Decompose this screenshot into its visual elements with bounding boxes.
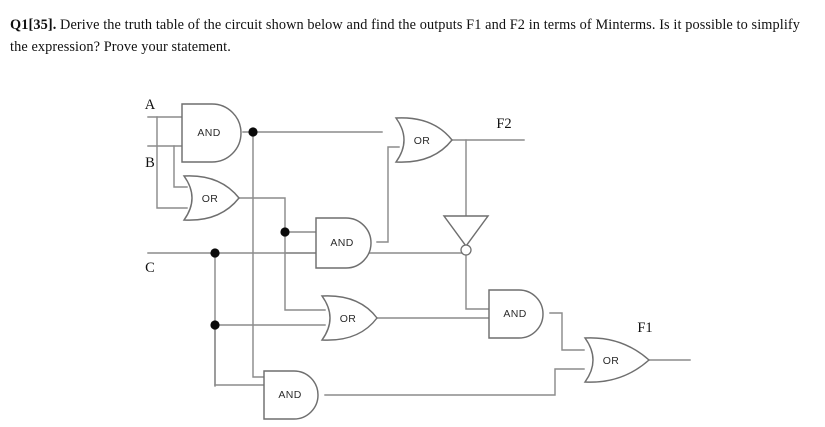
- not1-body: [442, 215, 490, 248]
- gate-or2: OR: [394, 117, 453, 163]
- or1-label: OR: [202, 193, 219, 205]
- input-label-c: C: [145, 260, 155, 276]
- junction-layer: [210, 127, 290, 330]
- question-body: Derive the truth table of the circuit sh…: [10, 17, 801, 56]
- wire-b-branch-to-or1: [173, 145, 188, 188]
- and2-label: AND: [330, 237, 353, 249]
- junction-c-lower: [210, 320, 220, 330]
- input-label-b: B: [145, 155, 155, 171]
- wire-c-lower-to-and3: [214, 324, 265, 386]
- wire-and1-branch-down: [252, 131, 273, 378]
- and2-body: [315, 217, 372, 269]
- wire-and2-out: [376, 146, 400, 243]
- gate-or1: OR: [182, 175, 240, 221]
- circuit-diagram: AND OR AND OR OR AND AND OR A B C: [0, 66, 825, 427]
- wire-and3-out: [324, 368, 585, 396]
- question-text: Q1[35]. Derive the truth table of the ci…: [10, 14, 810, 58]
- gate-or3: OR: [320, 295, 378, 341]
- gate-and1: AND: [181, 103, 242, 163]
- or3-label: OR: [340, 313, 357, 325]
- junction-or1-out: [280, 227, 290, 237]
- gate-not1: [442, 215, 490, 256]
- junction-and1-out: [248, 127, 258, 137]
- gate-or4: OR: [583, 337, 651, 383]
- wire-not-out-to-and4: [465, 251, 490, 310]
- gate-and4: AND: [488, 289, 544, 339]
- input-label-a: A: [145, 97, 156, 113]
- junction-c-upper: [210, 248, 220, 258]
- output-label-f2: F2: [496, 116, 511, 132]
- not1-bubble: [460, 244, 472, 256]
- wire-or1-out: [238, 197, 286, 233]
- gate-and2: AND: [315, 217, 372, 269]
- and3-label: AND: [278, 389, 301, 401]
- and4-body: [488, 289, 544, 339]
- and1-label: AND: [197, 127, 220, 139]
- wire-and4-out: [549, 312, 585, 351]
- and3-body: [263, 370, 319, 420]
- wire-or1-branch-to-or3: [284, 231, 326, 311]
- or1-body: [182, 175, 240, 221]
- and4-label: AND: [503, 308, 526, 320]
- or2-label: OR: [414, 135, 431, 147]
- or4-label: OR: [603, 355, 620, 367]
- or4-body: [583, 337, 651, 383]
- or3-body: [320, 295, 378, 341]
- question-number: Q1[35].: [10, 17, 57, 33]
- output-label-f1: F1: [637, 320, 652, 336]
- gate-and3: AND: [263, 370, 319, 420]
- wire-a-branch-to-or1: [156, 116, 188, 209]
- or2-body: [394, 117, 453, 163]
- and1-body: [181, 103, 242, 163]
- wire-layer: [147, 116, 691, 396]
